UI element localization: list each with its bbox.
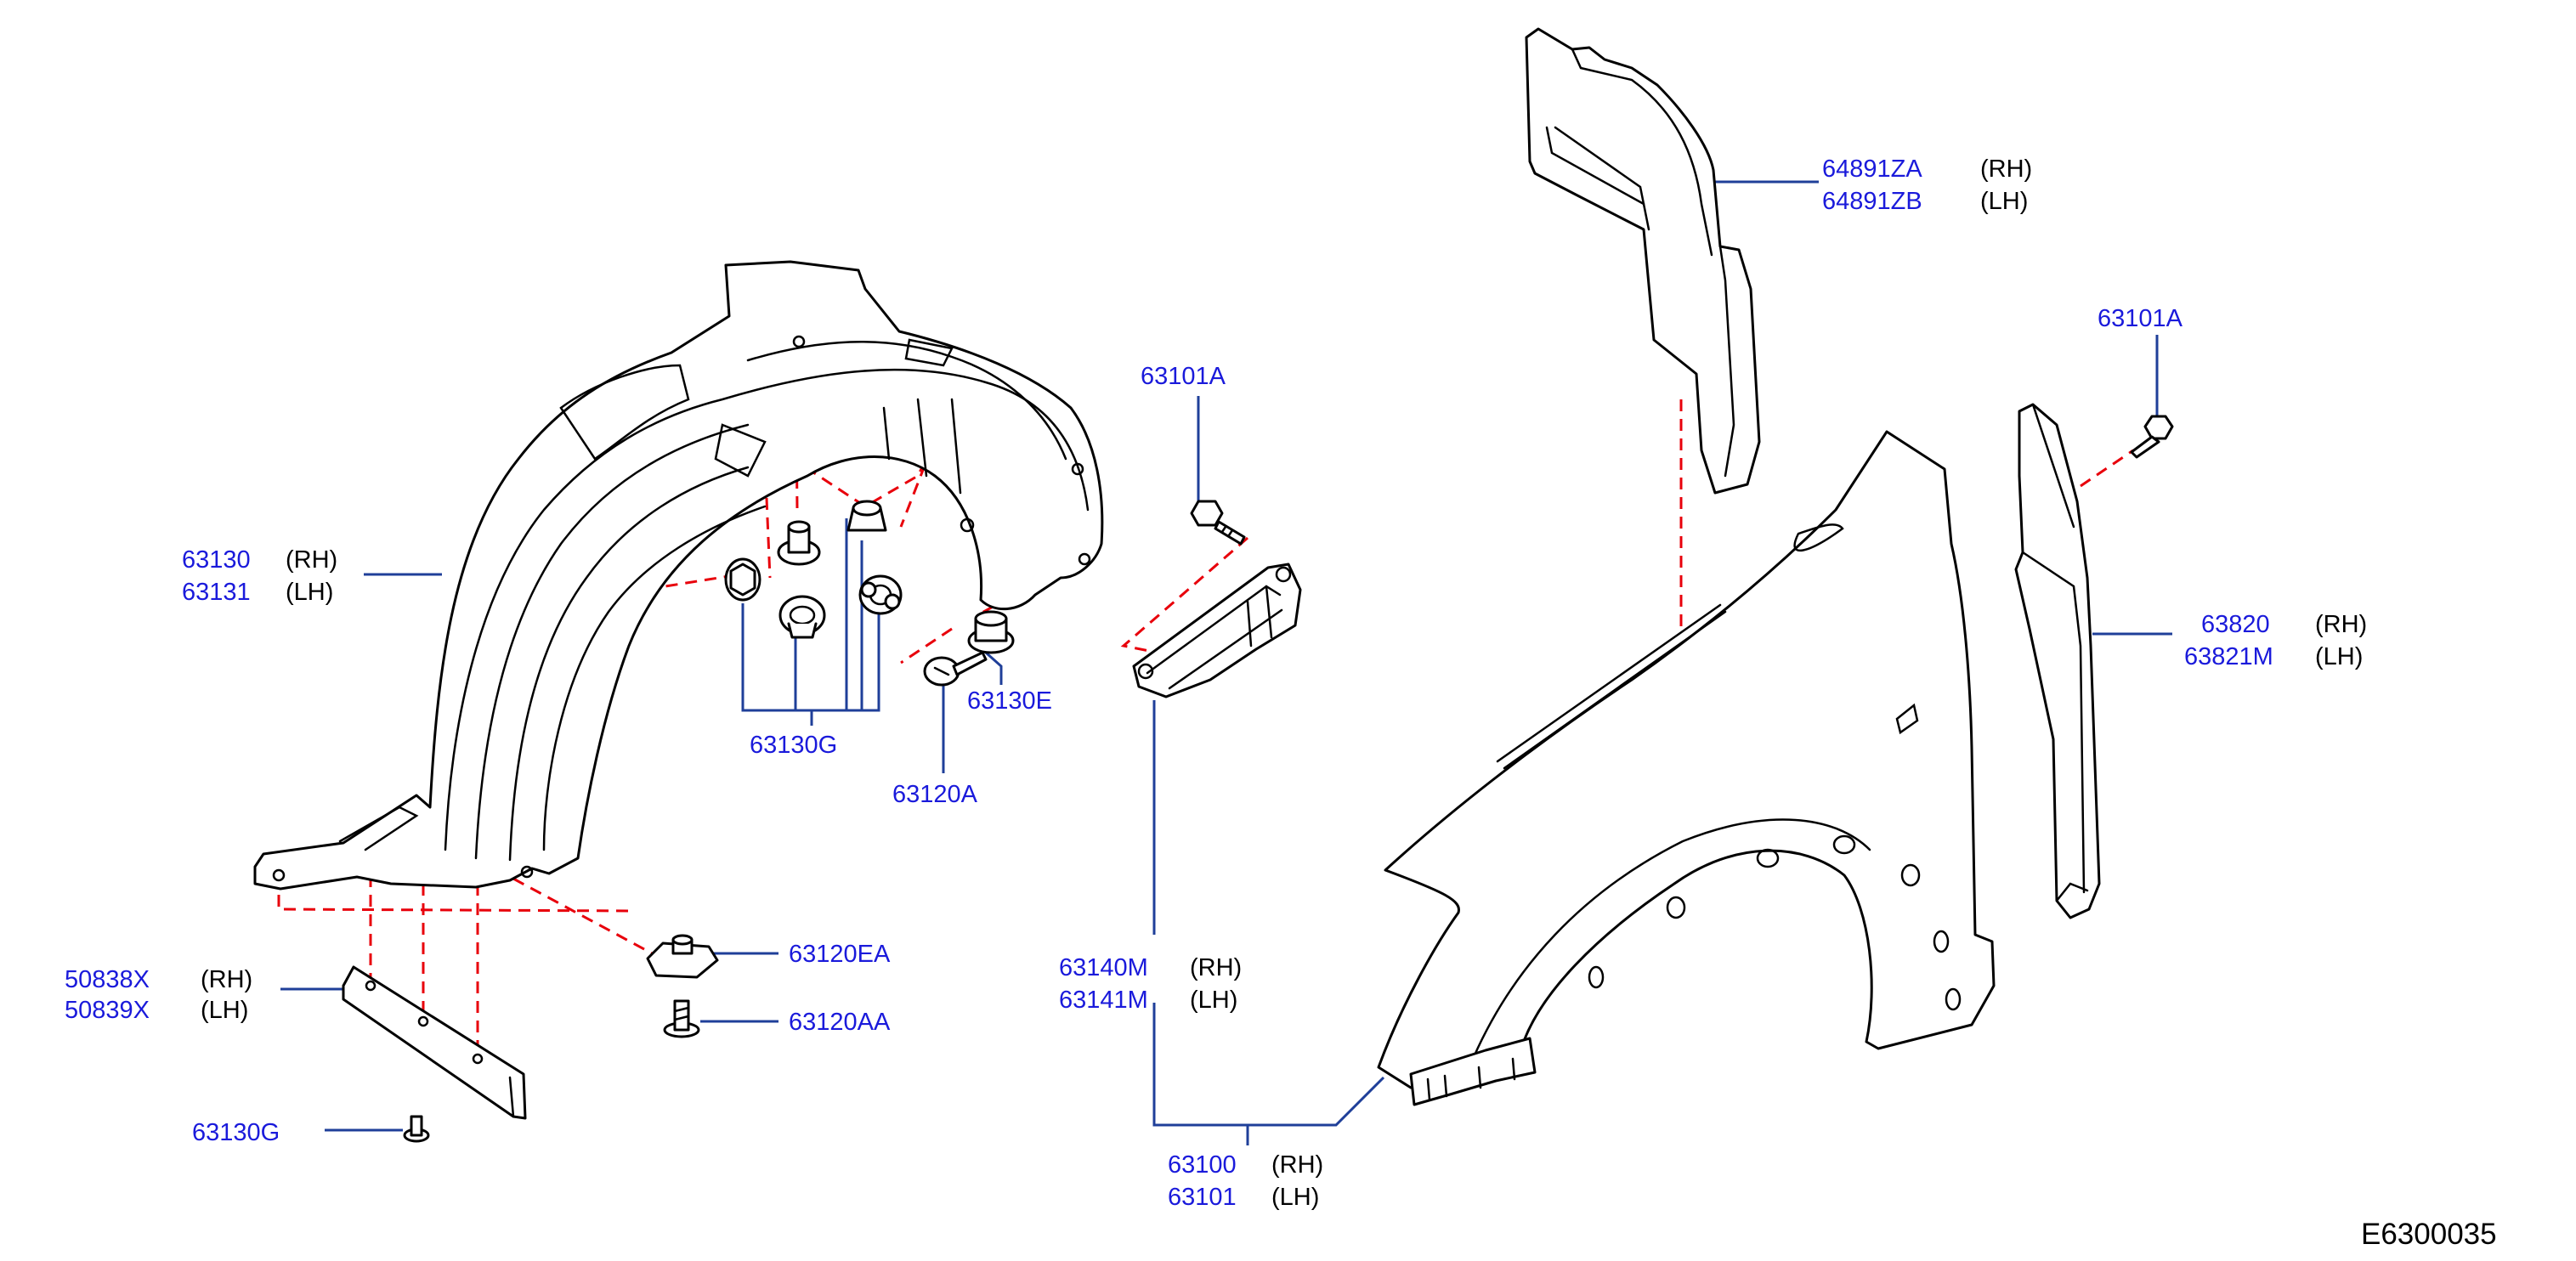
callout-63120a-number: 63120A <box>892 781 978 808</box>
callout-labels: 63130 (RH) 63131 (LH) 63130G 63120A 6313… <box>65 156 2497 1251</box>
clip-3 <box>778 595 826 639</box>
bolt-63120aa <box>663 999 700 1038</box>
callout-63120aa-number: 63120AA <box>789 1009 891 1036</box>
leader-lines <box>280 180 2172 1145</box>
clip-1 <box>724 557 761 602</box>
clip-5 <box>858 574 903 615</box>
callout-64891zb-number: 64891ZB <box>1822 188 1922 215</box>
clip-2 <box>777 520 821 566</box>
callout-63130-side: (RH) <box>286 546 337 574</box>
callout-63101-side: (LH) <box>1271 1184 1319 1211</box>
callout-50838x-number: 50838X <box>65 966 150 993</box>
callout-63141m-number: 63141M <box>1059 987 1148 1014</box>
callout-63131-number: 63131 <box>182 579 251 606</box>
callout-63101-number: 63101 <box>1168 1184 1237 1211</box>
callout-63131-side: (LH) <box>286 579 333 606</box>
screw-63120a <box>923 651 988 687</box>
callout-63130-number: 63130 <box>182 546 251 574</box>
front-fender-63100 <box>1377 430 1996 1106</box>
screw-63130g-small <box>403 1115 430 1143</box>
callout-63130g-number: 63130G <box>750 732 837 759</box>
callout-63130e-number: 63130E <box>967 687 1052 715</box>
callout-64891zb-side: (LH) <box>1980 188 2028 215</box>
callout-63820-number: 63820 <box>2201 611 2270 638</box>
fender-protector-part <box>253 260 1104 891</box>
callout-50839x-side: (LH) <box>201 997 248 1024</box>
callout-63821m-side: (LH) <box>2315 643 2363 670</box>
bolt-63101a-left <box>1190 500 1246 546</box>
callout-63120ea-number: 63120EA <box>789 941 891 968</box>
callout-63820-side: (RH) <box>2315 611 2367 638</box>
clip-63130e <box>967 610 1015 654</box>
bracket-63140m <box>1132 563 1302 698</box>
callout-63101a-left-number: 63101A <box>1141 363 1226 390</box>
callout-64891za-side: (RH) <box>1980 156 2032 183</box>
fender-cover-63820 <box>2014 403 2101 919</box>
callout-63101a-right-number: 63101A <box>2098 305 2183 332</box>
callout-63100-side: (RH) <box>1271 1151 1323 1179</box>
callout-63140m-side: (RH) <box>1190 954 1242 981</box>
nut-63120ea <box>646 934 719 979</box>
callout-50839x-number: 50839X <box>65 997 150 1024</box>
fender-clip-holes <box>1588 834 1962 1011</box>
bracket-50838x <box>342 965 527 1120</box>
callout-64891za-number: 64891ZA <box>1822 156 1922 183</box>
callout-63130g-bottom-number: 63130G <box>192 1119 280 1146</box>
clip-fasteners <box>724 500 1015 687</box>
callout-63141m-side: (LH) <box>1190 987 1237 1014</box>
callout-50838x-side: (RH) <box>201 966 252 993</box>
callout-63821m-number: 63821M <box>2184 643 2273 670</box>
diagram-id-label: E6300035 <box>2361 1218 2497 1251</box>
bolt-63101a-right <box>2130 415 2174 459</box>
callout-63140m-number: 63140M <box>1059 954 1148 981</box>
callout-63100-number: 63100 <box>1168 1151 1237 1179</box>
clip-4 <box>846 500 887 532</box>
seal-64891za <box>1525 27 1761 495</box>
